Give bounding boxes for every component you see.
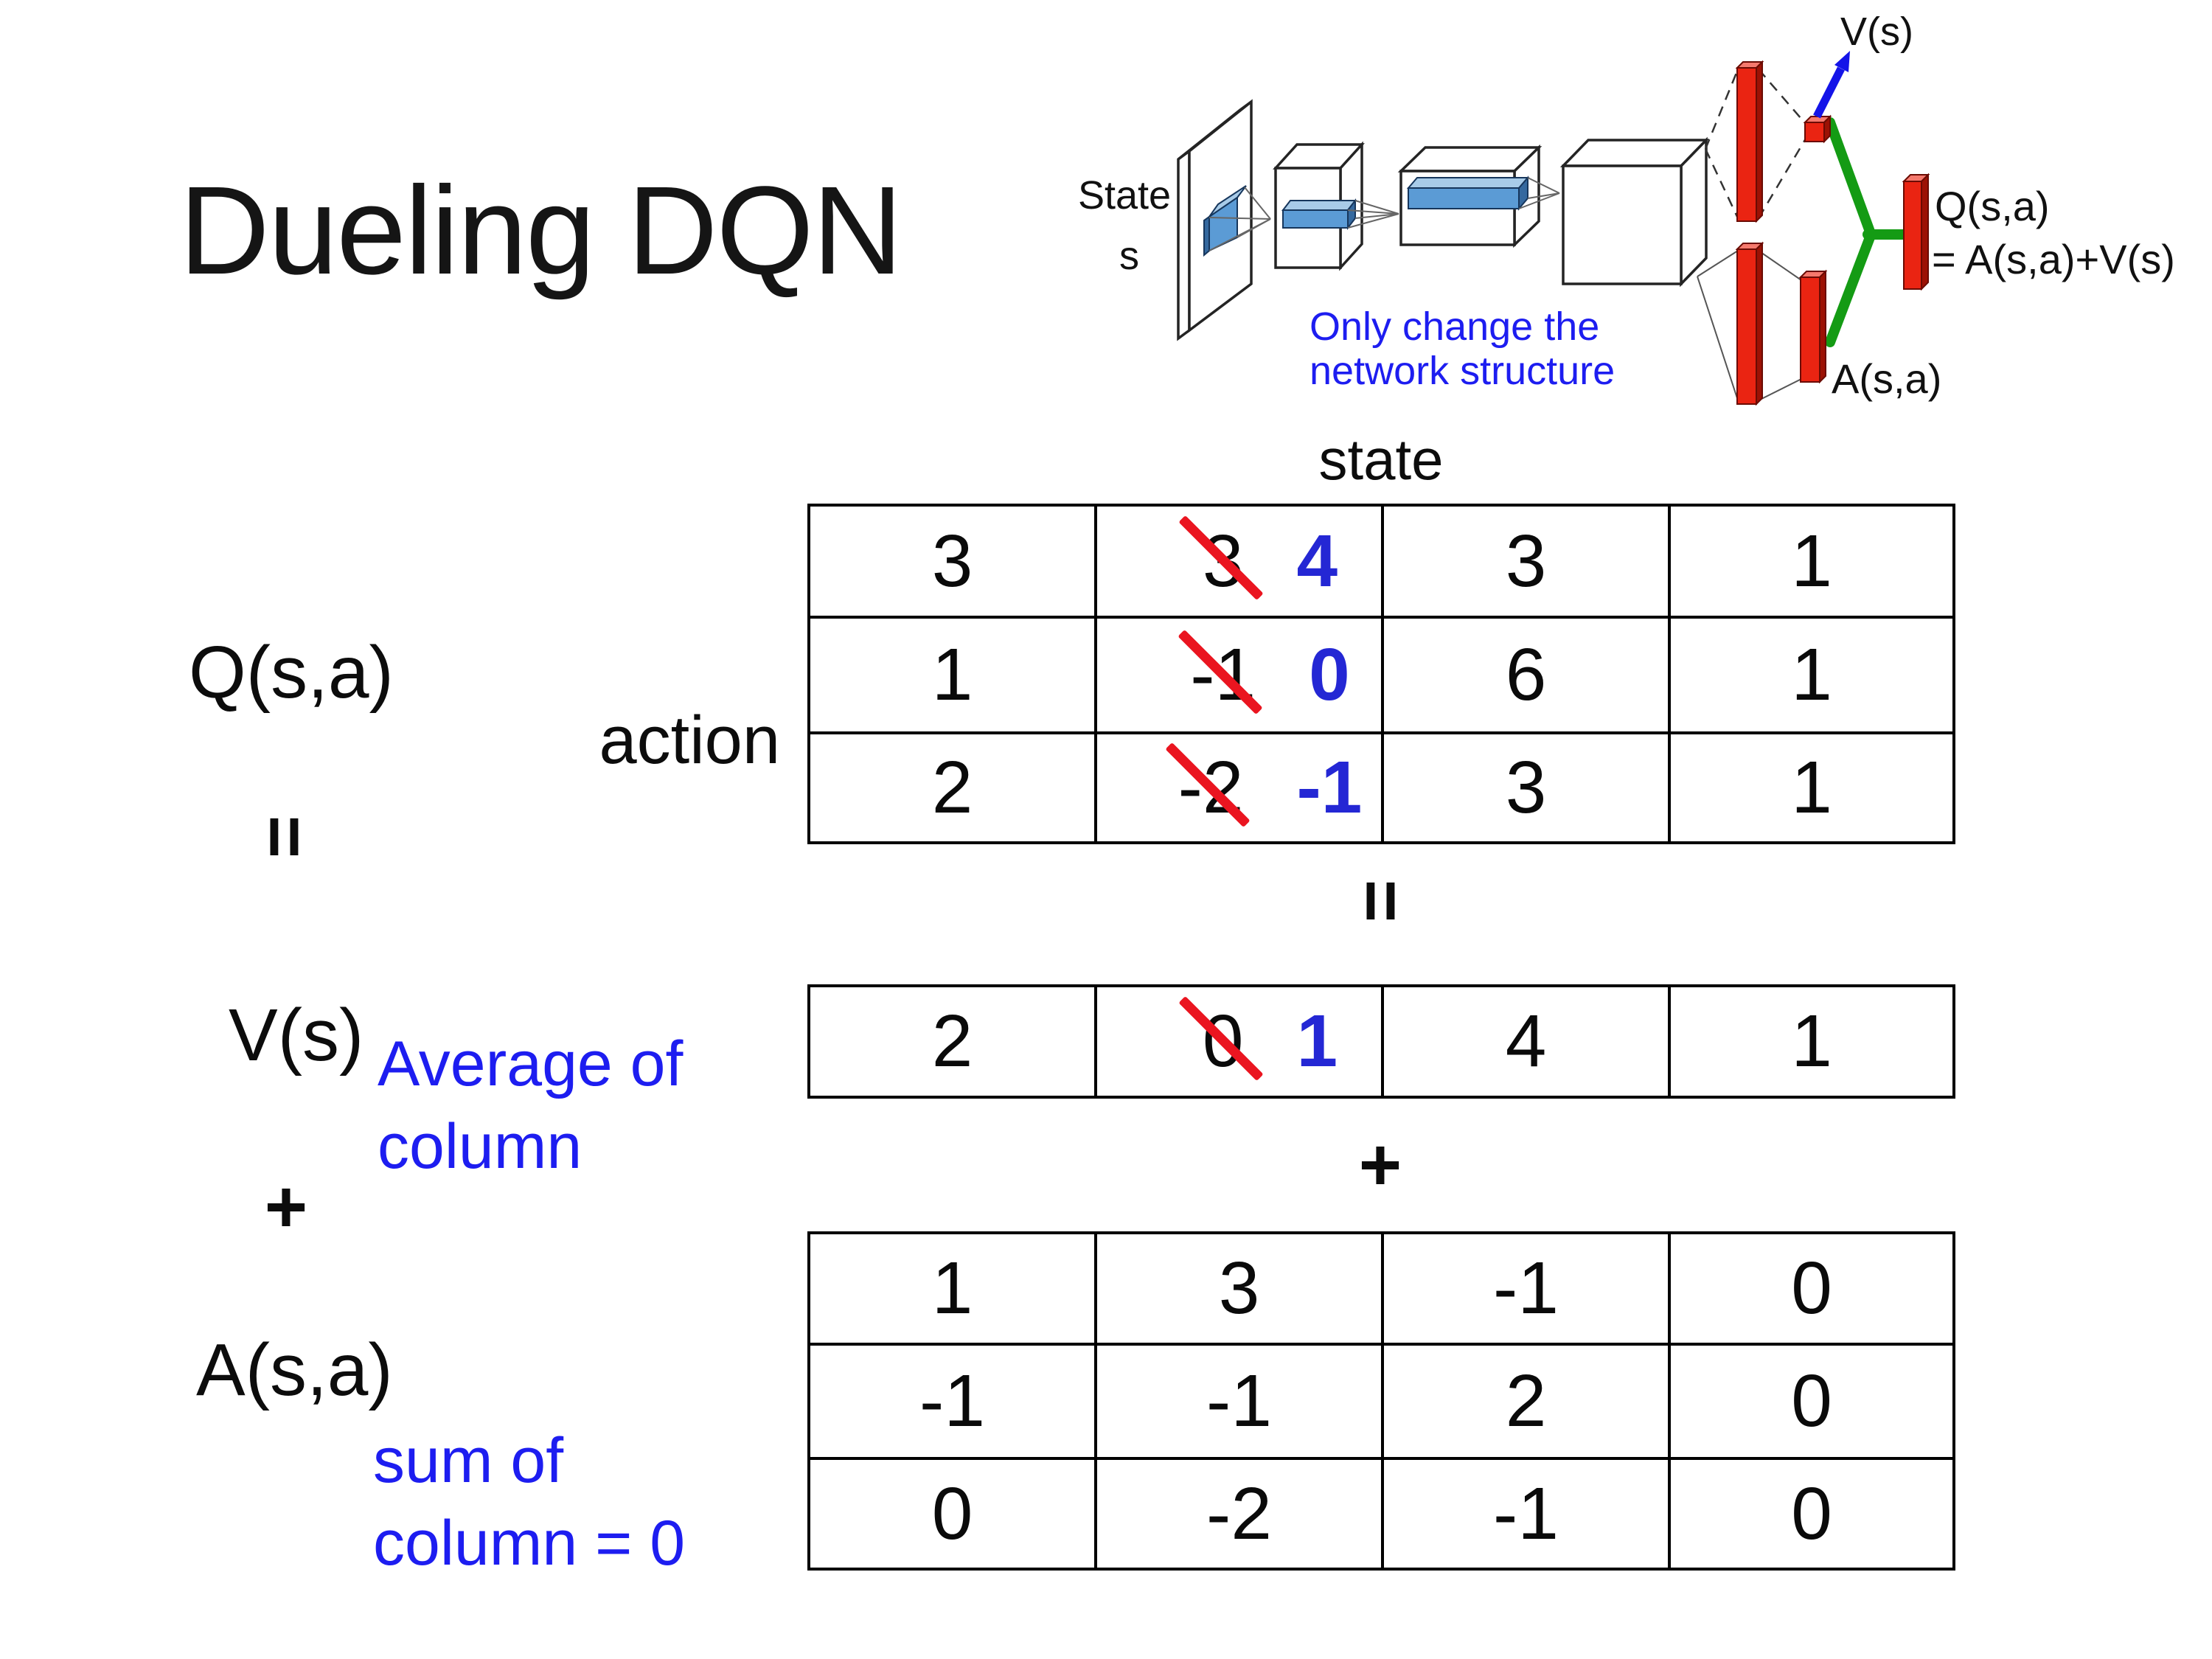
table-cell: 1 — [1671, 619, 1952, 734]
old-value: 3 — [1178, 515, 1265, 604]
table-cell: 0 — [1671, 1346, 1952, 1460]
table-cell: 2 — [1384, 1346, 1671, 1460]
new-value: -1 — [1296, 746, 1363, 829]
diagram-q-output-label: Q(s,a) — [1935, 183, 2050, 229]
conv-lines-2 — [1347, 200, 1399, 229]
table-cell: 4 — [1384, 987, 1671, 1096]
a-output-bar — [1798, 269, 1828, 384]
new-value: 4 — [1296, 519, 1338, 602]
page-title: Dueling DQN — [179, 161, 902, 301]
diagram-state-s-label: s — [1119, 234, 1139, 278]
diagram-state-label: State — [1078, 173, 1172, 218]
table-cell: 3 — [810, 507, 1097, 619]
old-value: -1 — [1178, 629, 1263, 717]
v-table: 20141 — [807, 984, 1955, 1099]
conv-box-1 — [1273, 141, 1365, 271]
fc-bar-value — [1735, 60, 1764, 223]
diagram-v-output-label: V(s) — [1840, 10, 1913, 54]
q-output-bar — [1902, 173, 1930, 291]
table-cell: 34 — [1097, 507, 1384, 619]
table-cell: 3 — [1384, 507, 1671, 619]
diagram-note-line2: network structure — [1310, 349, 1615, 393]
old-value: 0 — [1178, 995, 1265, 1084]
input-plane — [1177, 99, 1253, 341]
table-cell: 1 — [810, 1234, 1097, 1346]
fc-bar-advantage — [1735, 241, 1764, 406]
table-cell: 0 — [1671, 1234, 1952, 1346]
diagram-q-formula: = A(s,a)+V(s) — [1932, 236, 2175, 282]
sum-note-line2: column = 0 — [373, 1508, 686, 1579]
conv-box-2 — [1397, 144, 1543, 248]
merge-y-connector — [1825, 117, 1910, 347]
table-cell: 1 — [1671, 507, 1952, 619]
state-header: state — [1318, 427, 1444, 492]
strike-line — [1178, 515, 1265, 601]
plus-sign-center: + — [1358, 1124, 1402, 1206]
feature-slab-2 — [1406, 175, 1530, 211]
table-cell: 1 — [810, 619, 1097, 734]
table-cell: -2 -1 — [1097, 734, 1384, 841]
v-output-box — [1803, 114, 1832, 144]
strike-line — [1178, 995, 1265, 1081]
equals-sign-center: = — [1340, 879, 1422, 923]
average-note-line1: Average of — [378, 1029, 684, 1099]
diagram-a-output-label: A(s,a) — [1832, 355, 1942, 402]
input-feature-patch — [1203, 185, 1247, 257]
diagram-note-line1: Only change the — [1310, 305, 1600, 349]
advantage-stream-lines — [1697, 250, 1802, 401]
table-cell: -1 — [1384, 1234, 1671, 1346]
conv-box-3 — [1559, 136, 1710, 288]
table-cell: 1 — [1791, 1000, 1832, 1082]
new-value: 1 — [1296, 1000, 1338, 1082]
action-header: action — [599, 703, 781, 778]
q-matrix-label: Q(s,a) — [189, 631, 394, 714]
table-cell: -1 0 — [1097, 619, 1384, 734]
table-cell: 2 — [810, 987, 1097, 1096]
table-cell: 01 — [1097, 987, 1384, 1096]
table-cell: 6 — [1384, 619, 1671, 734]
table-cell: 2 — [810, 734, 1097, 841]
table-cell: -1 — [1384, 1460, 1671, 1568]
average-note-line2: column — [378, 1111, 582, 1182]
a-matrix-label: A(s,a) — [196, 1329, 393, 1411]
v-matrix-label: V(s) — [229, 994, 364, 1077]
value-stream-dashed-lines — [1704, 69, 1807, 219]
table-cell: 0 — [1791, 1472, 1832, 1555]
table-cell: 1 — [1791, 746, 1832, 829]
conv-lines-1 — [1208, 187, 1271, 251]
table-cell: 0 — [810, 1460, 1097, 1568]
new-value: 0 — [1309, 633, 1350, 716]
table-cell: -2 — [1097, 1460, 1384, 1568]
equals-sign-left: = — [243, 815, 326, 859]
strike-line — [1165, 742, 1251, 827]
table-cell: -1 — [1097, 1346, 1384, 1460]
feature-slab-1 — [1281, 198, 1357, 230]
plus-sign-left: + — [264, 1166, 308, 1248]
table-cell: 3 — [1384, 734, 1671, 841]
v-arrow-icon — [1813, 51, 1850, 119]
table-cell: -1 — [810, 1346, 1097, 1460]
conv-lines-3 — [1518, 177, 1560, 209]
old-value: -2 — [1165, 742, 1251, 830]
sum-note-line1: sum of — [373, 1425, 564, 1496]
table-cell: 3 — [1097, 1234, 1384, 1346]
strike-line — [1178, 629, 1263, 714]
